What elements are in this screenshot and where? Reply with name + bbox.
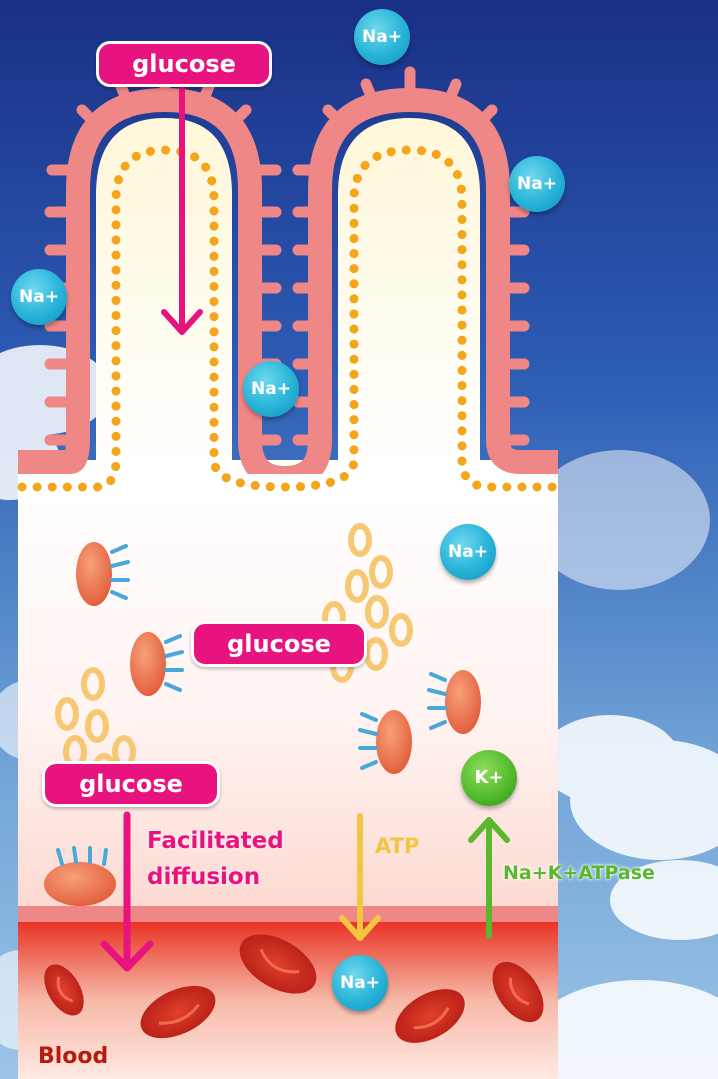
pump-label: Na+K+ATPase bbox=[503, 862, 655, 884]
glucose-label-basal: glucose bbox=[42, 761, 220, 807]
glucose-label-top: glucose bbox=[96, 41, 272, 87]
na-ion-blood: Na+ bbox=[332, 955, 388, 1011]
basal-membrane bbox=[18, 906, 558, 922]
facilitated-diffusion-label-line1: Facilitated bbox=[147, 828, 284, 854]
glucose-label-cytoplasm: glucose bbox=[191, 621, 367, 667]
na-ion-between-villi: Na+ bbox=[243, 361, 299, 417]
atp-label: ATP bbox=[375, 834, 419, 858]
blood-label: Blood bbox=[38, 1044, 108, 1069]
na-ion-left: Na+ bbox=[11, 269, 67, 325]
na-ion-right-villus: Na+ bbox=[509, 156, 565, 212]
na-ion-top: Na+ bbox=[354, 9, 410, 65]
k-ion: K+ bbox=[461, 750, 517, 806]
na-ion-cytoplasm: Na+ bbox=[440, 524, 496, 580]
facilitated-diffusion-label-line2: diffusion bbox=[147, 864, 260, 890]
